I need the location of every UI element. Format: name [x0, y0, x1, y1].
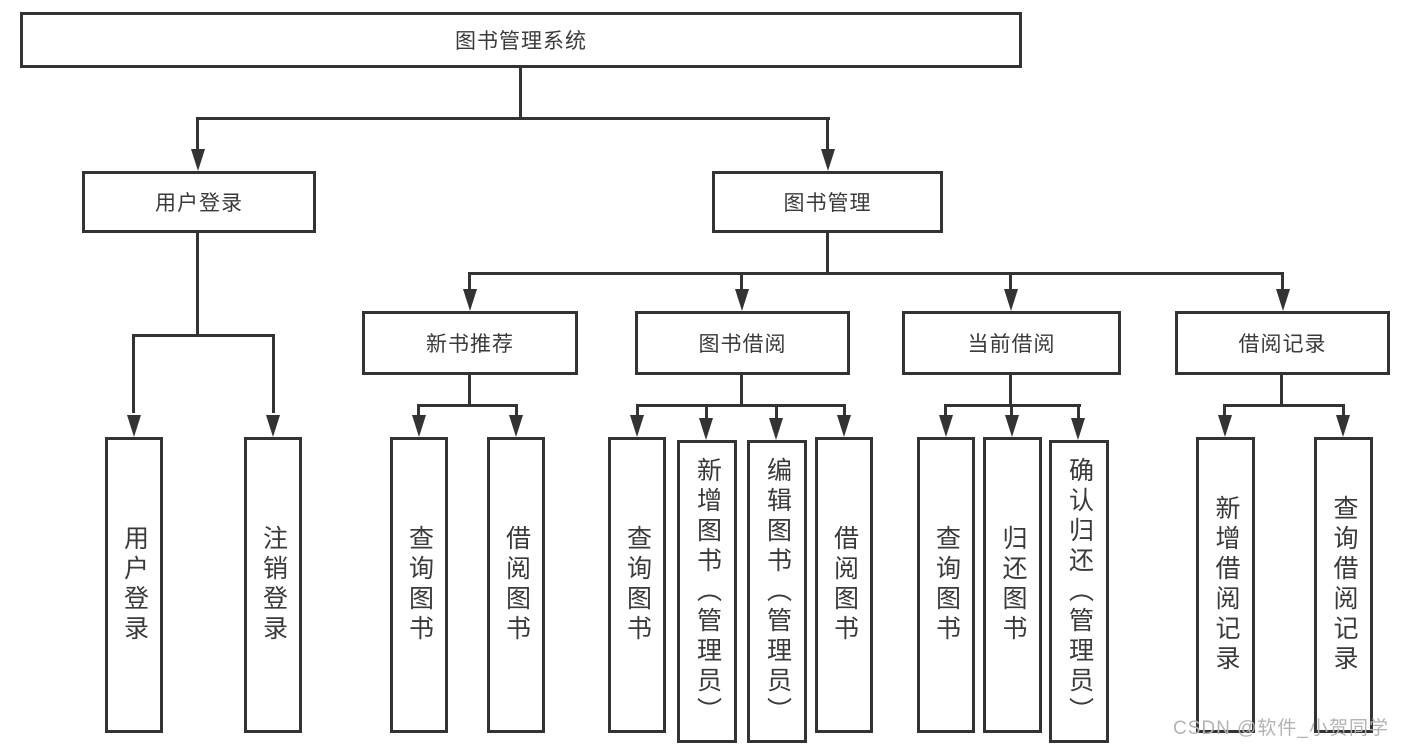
- leaf-cb-query-books: 查询图书: [917, 437, 975, 733]
- node-current-borrowing: 当前借阅: [902, 311, 1121, 375]
- watermark: CSDN @软件_小贺同学: [1173, 718, 1389, 739]
- connector-stem: [843, 404, 846, 417]
- connector-stem: [1280, 375, 1283, 406]
- leaf-cb-confirm-return-admin: 确认归还（管理员）: [1049, 440, 1109, 743]
- arrow-down-icon: [1004, 289, 1018, 311]
- connector-stem: [740, 375, 743, 406]
- arrow-down-icon: [463, 289, 477, 311]
- connector-stem: [705, 404, 708, 420]
- connector-stem: [515, 404, 518, 417]
- leaf-logout: 注销登录: [244, 437, 302, 733]
- arrow-down-icon: [127, 415, 141, 437]
- arrow-down-icon: [1218, 415, 1232, 437]
- node-book-borrowing: 图书借阅: [635, 311, 850, 375]
- arrow-down-icon: [412, 415, 426, 437]
- connector-stem: [1010, 404, 1013, 417]
- arrow-down-icon: [837, 415, 851, 437]
- leaf-cb-return-books: 归还图书: [983, 437, 1042, 733]
- connector-stem: [196, 117, 199, 151]
- connector-stem: [272, 334, 275, 413]
- connector-branch: [468, 272, 1284, 275]
- connector-stem: [1009, 272, 1012, 291]
- connector-stem: [944, 404, 947, 417]
- arrow-down-icon: [939, 415, 953, 437]
- connector-stem: [775, 404, 778, 420]
- leaf-bb-borrow-books: 借阅图书: [815, 437, 873, 733]
- arrow-down-icon: [191, 149, 205, 171]
- connector-stem: [468, 375, 471, 406]
- arrow-down-icon: [509, 415, 523, 437]
- connector-stem: [1009, 375, 1012, 406]
- connector-stem: [468, 272, 471, 291]
- node-library-system: 图书管理系统: [20, 12, 1022, 68]
- connector-branch: [1223, 404, 1345, 407]
- arrow-down-icon: [1071, 418, 1085, 440]
- connector-branch: [417, 404, 518, 407]
- connector-stem: [826, 117, 829, 151]
- leaf-user-login: 用户登录: [105, 437, 163, 733]
- connector-stem: [417, 404, 420, 417]
- connector-branch: [636, 404, 846, 407]
- leaf-bb-query-books: 查询图书: [608, 437, 666, 733]
- leaf-br-add-record: 新增借阅记录: [1196, 437, 1255, 733]
- leaf-bb-add-book-admin: 新增图书（管理员）: [677, 440, 737, 743]
- connector-stem: [132, 334, 135, 413]
- arrow-down-icon: [1005, 415, 1019, 437]
- node-borrowing-records: 借阅记录: [1175, 311, 1390, 375]
- leaf-bb-edit-book-admin: 编辑图书（管理员）: [747, 440, 807, 743]
- connector-stem: [1223, 404, 1226, 417]
- arrow-down-icon: [821, 149, 835, 171]
- node-new-book-recommend: 新书推荐: [362, 311, 578, 375]
- arrow-down-icon: [769, 418, 783, 440]
- node-user-login-group: 用户登录: [82, 171, 316, 233]
- leaf-br-query-record: 查询借阅记录: [1314, 437, 1373, 733]
- connector-branch: [196, 117, 830, 120]
- connector-stem: [1077, 404, 1080, 420]
- connector-stem: [196, 233, 199, 336]
- leaf-nbr-borrow-books: 借阅图书: [487, 437, 545, 733]
- arrow-down-icon: [699, 418, 713, 440]
- connector-stem: [519, 68, 522, 118]
- arrow-down-icon: [1336, 415, 1350, 437]
- arrow-down-icon: [630, 415, 644, 437]
- node-book-management: 图书管理: [712, 171, 943, 233]
- connector-stem: [826, 233, 829, 274]
- leaf-nbr-query-books: 查询图书: [390, 437, 448, 733]
- connector-branch: [132, 334, 275, 337]
- arrow-down-icon: [1276, 289, 1290, 311]
- connector-stem: [1342, 404, 1345, 417]
- arrow-down-icon: [735, 289, 749, 311]
- connector-stem: [1281, 272, 1284, 291]
- connector-stem: [740, 272, 743, 291]
- connector-stem: [636, 404, 639, 417]
- arrow-down-icon: [266, 415, 280, 437]
